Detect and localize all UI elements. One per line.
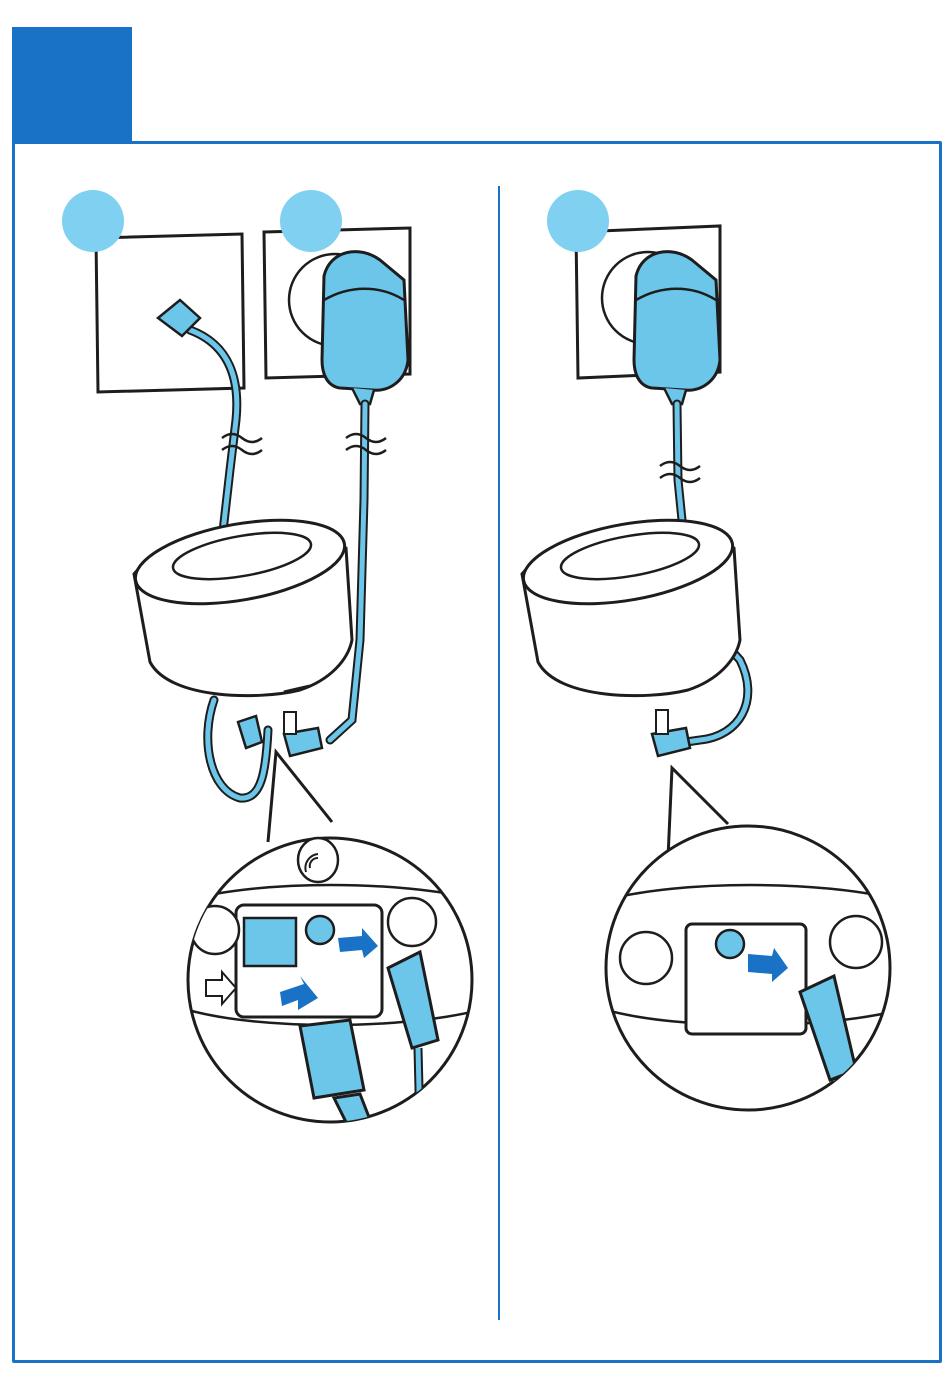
dc-power-plug-icon [284,712,322,756]
left-panel [62,190,480,1130]
wireless-signal-icon [298,838,338,882]
step-marker-power [280,190,342,252]
dc-power-plug-icon [652,710,690,756]
step-marker-power [547,190,609,252]
power-adapter-icon [634,252,720,404]
zoom-callout-right [606,768,900,1120]
zoom-callout-left [188,752,480,1130]
charger-icon [517,506,740,695]
step-marker-phone [62,190,124,252]
right-panel [517,190,900,1120]
base-station-icon [129,506,352,695]
power-adapter-icon [322,252,408,404]
